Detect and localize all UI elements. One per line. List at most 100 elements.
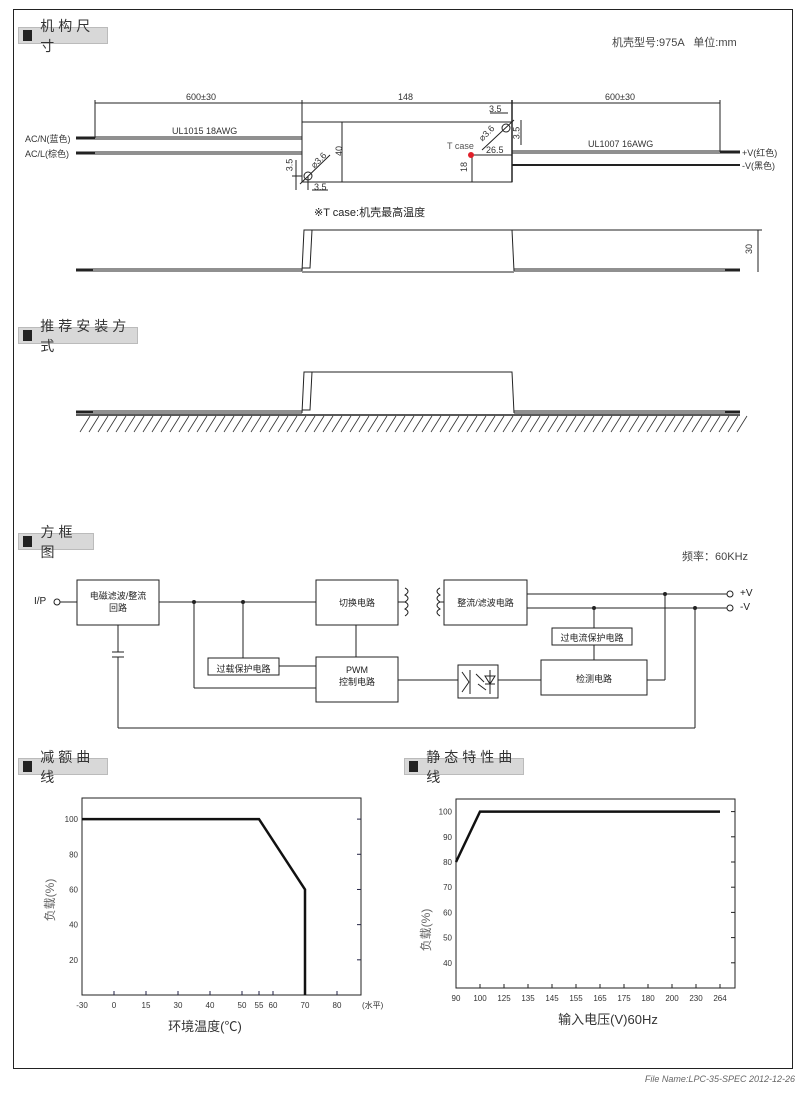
hatch-line <box>412 415 424 433</box>
transformer-primary <box>404 587 409 617</box>
x-tick-label: 100 <box>473 994 487 1003</box>
section-title: 推荐安装方式 <box>40 318 131 355</box>
dim-right-wire: 600±30 <box>605 92 635 102</box>
hatch-line <box>628 415 640 433</box>
frequency-label: 频率：60KHz <box>682 551 749 563</box>
y-axis-label: 负载(%) <box>43 879 57 922</box>
hatch-line <box>601 415 613 433</box>
hatch-line <box>736 415 748 433</box>
x-tick-label: 135 <box>521 994 535 1003</box>
pwm-label-line1: PWM <box>346 665 368 675</box>
v-minus-label: -V(黑色) <box>742 161 775 171</box>
square-bullet-icon <box>23 536 33 547</box>
hatch-line <box>151 415 163 433</box>
hatch-line <box>88 415 100 433</box>
x-tick-label: 30 <box>174 1001 183 1010</box>
hatch-line <box>385 415 397 433</box>
x-tick-label: 200 <box>665 994 679 1003</box>
y-tick-label: 60 <box>69 885 78 894</box>
static-line <box>454 810 720 863</box>
hatch-line <box>475 415 487 433</box>
section-title: 静态特性曲线 <box>426 749 517 786</box>
ocp-label: 过电流保护电路 <box>560 633 624 643</box>
hatch-line <box>403 415 415 433</box>
hatch-line <box>466 415 478 433</box>
hatch-line <box>520 415 532 433</box>
section-header-derating: 减额曲线 <box>18 750 108 786</box>
y-tick-label: 40 <box>69 921 78 930</box>
rectifier-label: 整流/滤波电路 <box>457 598 514 608</box>
pwm-label: PWM 控制电路 <box>316 664 398 688</box>
section-title: 方框图 <box>40 524 77 561</box>
hatch-line <box>241 415 253 433</box>
hatch-line <box>637 415 649 433</box>
section-title: 减额曲线 <box>40 749 95 786</box>
hatch-line <box>106 415 118 433</box>
block-diagram <box>53 579 734 729</box>
derating-line <box>82 817 307 995</box>
optocoupler-box <box>457 664 499 699</box>
hatch-line <box>268 415 280 433</box>
hatch-line <box>511 415 523 433</box>
tcase-marker <box>468 152 474 158</box>
hatch-line <box>556 415 568 433</box>
rectifier-box <box>443 579 528 626</box>
ac-n-label: AC/N(蓝色) <box>25 134 71 144</box>
section-header-static: 静态特性曲线 <box>404 750 524 786</box>
x-tick-label: 264 <box>713 994 727 1003</box>
x-tick-label: 40 <box>206 1001 215 1010</box>
emi-label-line2: 回路 <box>108 603 127 613</box>
v-plus-label: +V(红色) <box>742 148 778 158</box>
hatch-line <box>178 415 190 433</box>
section-header-mounting: 推荐安装方式 <box>18 319 138 355</box>
hatch-line <box>358 415 370 433</box>
tcase-note: ※T case:机壳最高温度 <box>314 207 426 219</box>
hatch-line <box>493 415 505 433</box>
hatch-line <box>592 415 604 433</box>
plot-frame <box>81 797 362 996</box>
hatch-line <box>376 415 388 433</box>
hatch-line <box>304 415 316 433</box>
hatch-line <box>115 415 127 433</box>
section-header-block-diagram: 方框图 <box>18 525 94 561</box>
x-axis-label: 输入电压(V)60Hz <box>558 1012 658 1027</box>
y-tick-label: 100 <box>439 808 453 817</box>
hatch-line <box>655 415 667 433</box>
pwm-label-line2: 控制电路 <box>338 677 375 687</box>
hatch-line <box>547 415 559 433</box>
dim-3-5-c: 3.5 <box>489 104 502 114</box>
x-tick-label: 145 <box>545 994 559 1003</box>
hatch-line <box>205 415 217 433</box>
hatch-line <box>610 415 622 433</box>
square-bullet-icon <box>23 761 33 772</box>
hatch-line <box>430 415 442 433</box>
hatch-line <box>673 415 685 433</box>
y-tick-label: 90 <box>443 833 452 842</box>
hatch-line <box>142 415 154 433</box>
y-tick-label: 100 <box>65 815 79 824</box>
hatch-line <box>250 415 262 433</box>
transformer-secondary <box>436 587 441 617</box>
overload-label: 过载保护电路 <box>216 664 271 674</box>
x-tick-label: 175 <box>617 994 631 1003</box>
hatch-line <box>700 415 712 433</box>
wire-out-label: UL1007 16AWG <box>588 139 654 149</box>
section-header-mechanical: 机构尺寸 <box>18 19 108 55</box>
hatch-line <box>448 415 460 433</box>
page-frame <box>13 9 793 1069</box>
hatch-line <box>646 415 658 433</box>
plot-frame <box>455 798 736 989</box>
hatch-line <box>223 415 235 433</box>
hatch-line <box>538 415 550 433</box>
hatch-line <box>727 415 739 433</box>
y-tick-label: 80 <box>443 858 452 867</box>
square-bullet-icon <box>23 330 33 341</box>
hatch-line <box>502 415 514 433</box>
hatch-line <box>682 415 694 433</box>
x-tick-label: 60 <box>269 1001 278 1010</box>
tcase-label: T case <box>447 141 474 151</box>
hatch-line <box>259 415 271 433</box>
x-tick-label: 80 <box>333 1001 342 1010</box>
dim-18: 18 <box>459 161 470 173</box>
